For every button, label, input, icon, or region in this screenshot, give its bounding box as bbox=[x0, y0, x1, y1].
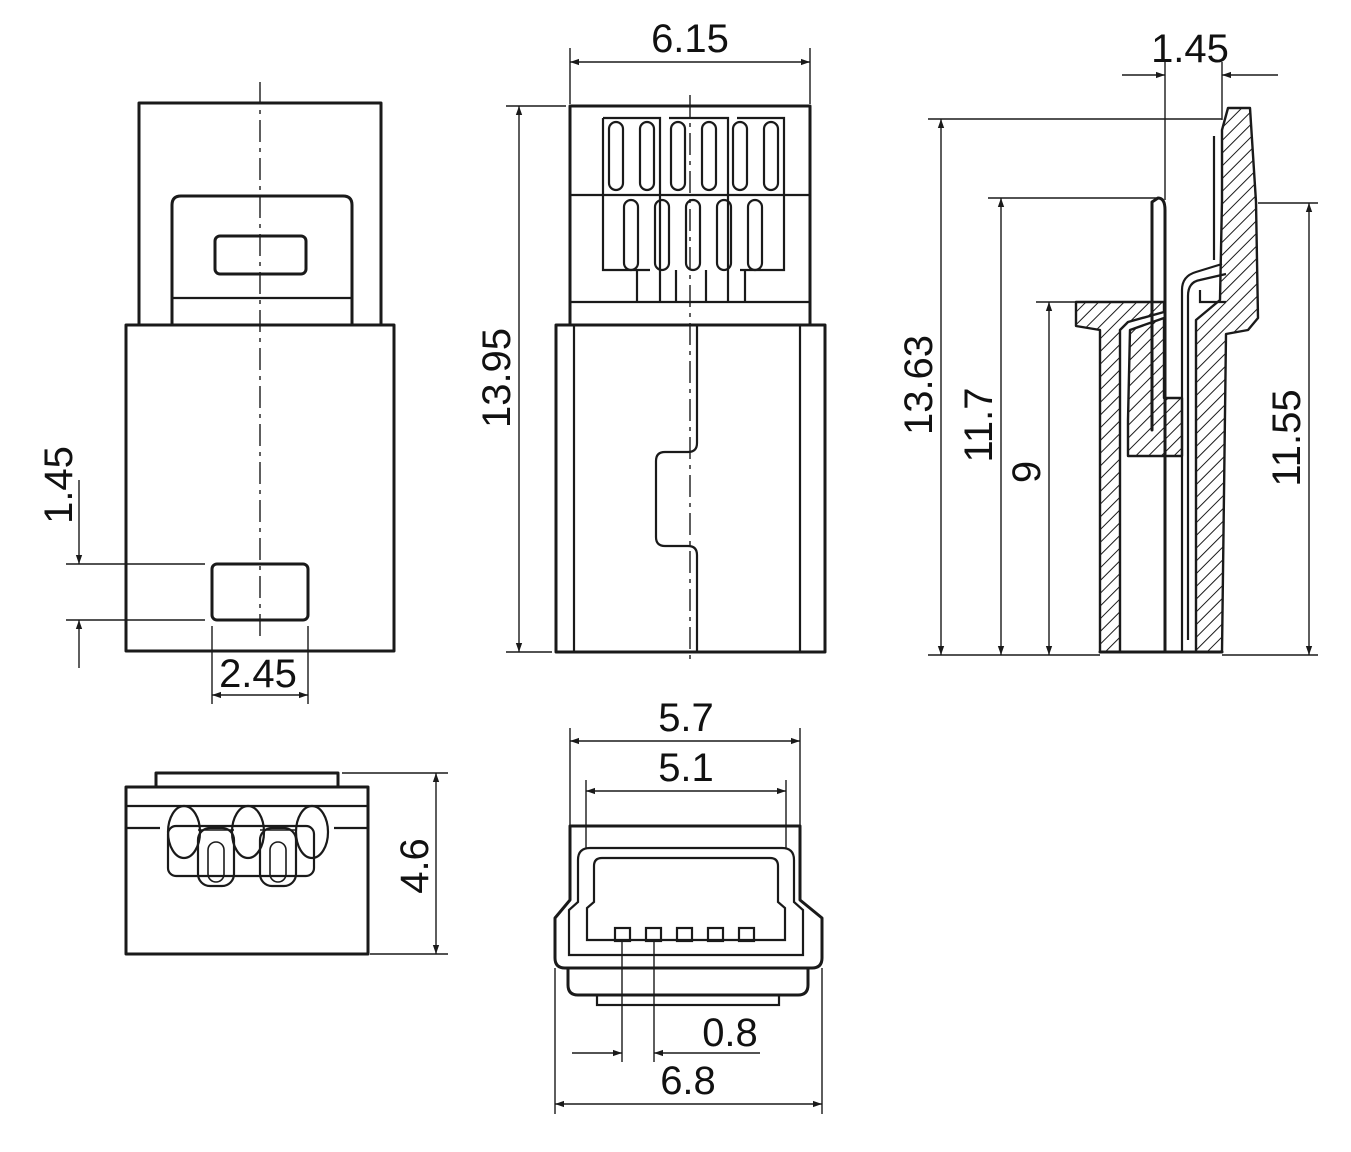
side-height-a-label: 11.7 bbox=[957, 388, 1001, 463]
cable-pin-holders bbox=[166, 804, 330, 888]
front-view bbox=[66, 82, 396, 704]
end-inner-label: 5.1 bbox=[658, 746, 714, 790]
side-section-view bbox=[928, 62, 1318, 656]
end-pitch-label: 0.8 bbox=[702, 1011, 758, 1055]
side-total-height-label: 13.63 bbox=[897, 335, 941, 435]
end-view bbox=[553, 728, 824, 1114]
side-height-c-label: 11.55 bbox=[1265, 389, 1309, 486]
side-pin-offset-label: 1.45 bbox=[1151, 27, 1229, 71]
total-height-label: 13.95 bbox=[475, 328, 519, 428]
top-view bbox=[506, 48, 827, 665]
end-outer-inner-label: 5.7 bbox=[658, 696, 714, 740]
pin-contacts bbox=[601, 116, 786, 302]
front-window-width-label: 2.45 bbox=[219, 652, 297, 696]
front-window-height-label: 1.45 bbox=[37, 446, 81, 524]
top-width-label: 6.15 bbox=[651, 17, 729, 61]
bottom-view bbox=[124, 771, 448, 956]
end-overall-label: 6.8 bbox=[660, 1059, 716, 1103]
bottom-height-label: 4.6 bbox=[393, 838, 437, 894]
side-height-b-label: 9 bbox=[1005, 461, 1049, 483]
